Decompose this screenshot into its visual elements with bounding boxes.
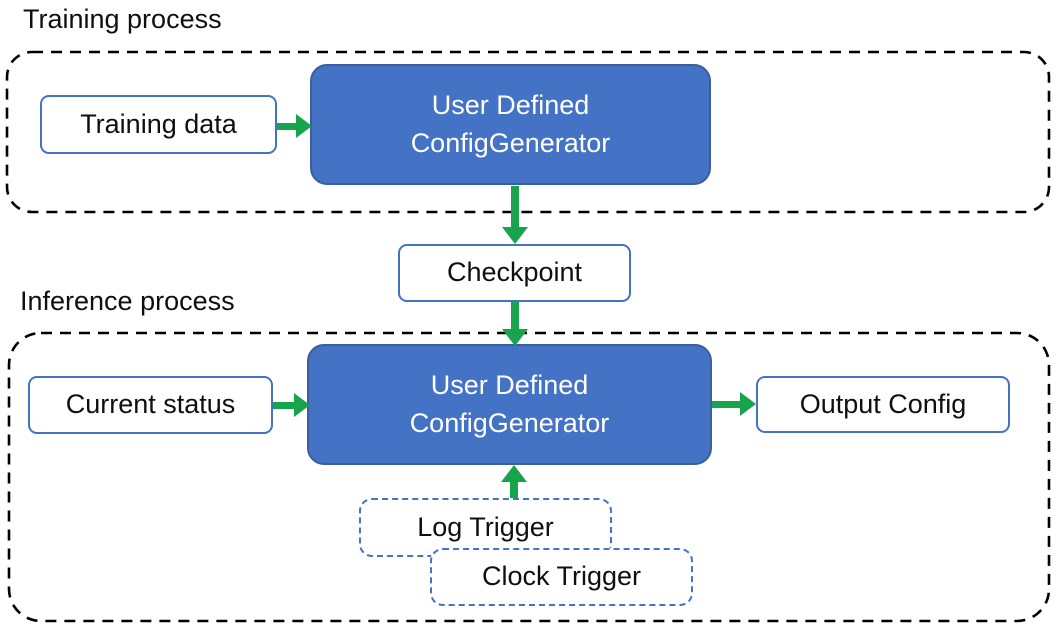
current-status-label: Current status — [65, 389, 236, 420]
inference-section-title: Inference process — [20, 286, 235, 316]
training-generator-label-line1: User Defined — [431, 89, 590, 120]
arrow-generator-to-checkpoint — [501, 186, 528, 244]
log-trigger-label: Log Trigger — [417, 511, 554, 542]
training-generator-label-line2: ConfigGenerator — [410, 127, 611, 158]
training-generator-box: User Defined ConfigGenerator — [310, 64, 711, 185]
arrow-training-data-to-generator — [277, 113, 312, 139]
log-trigger-box: Log Trigger — [359, 498, 612, 557]
clock-trigger-box: Clock Trigger — [430, 548, 693, 606]
arrow-current-status-to-generator — [273, 392, 310, 418]
output-config-label: Output Config — [799, 388, 967, 419]
inference-generator-label-line2: ConfigGenerator — [409, 407, 610, 438]
inference-section-container — [7, 331, 1051, 623]
checkpoint-label: Checkpoint — [446, 257, 583, 288]
arrow-triggers-to-generator — [500, 465, 527, 498]
arrow-checkpoint-to-inference-generator — [501, 302, 528, 346]
training-section-container — [5, 50, 1051, 214]
checkpoint-box: Checkpoint — [398, 244, 631, 302]
output-config-box: Output Config — [756, 376, 1010, 433]
training-data-box: Training data — [40, 95, 277, 154]
clock-trigger-label: Clock Trigger — [481, 561, 642, 592]
current-status-box: Current status — [28, 376, 273, 434]
arrow-generator-to-output-config — [712, 391, 756, 417]
training-section-title: Training process — [23, 4, 222, 34]
inference-generator-box: User Defined ConfigGenerator — [307, 344, 712, 465]
inference-generator-label-line1: User Defined — [430, 369, 589, 400]
training-data-label: Training data — [80, 108, 237, 139]
